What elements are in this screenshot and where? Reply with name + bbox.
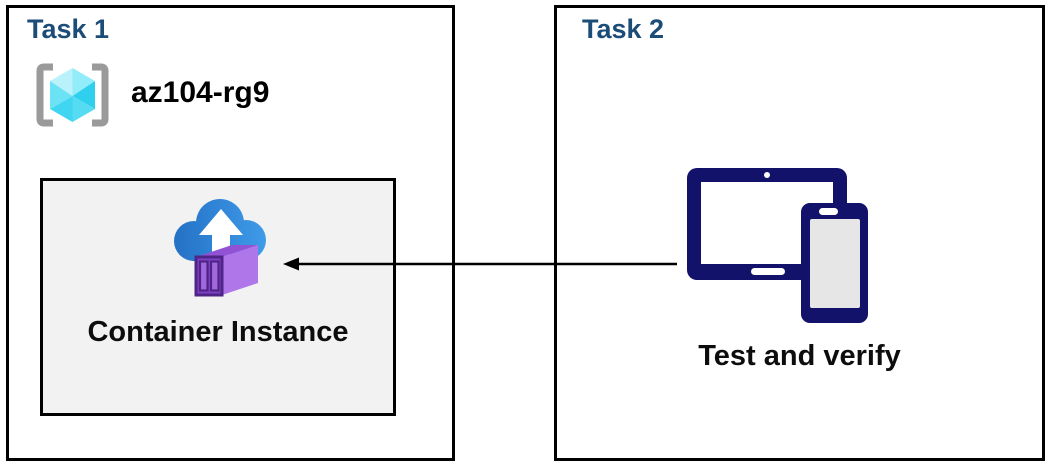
- resource-group-name: az104-rg9: [131, 76, 270, 109]
- container-instance-box: Container Instance: [40, 178, 396, 416]
- resource-group-icon: [36, 63, 109, 127]
- container-instance-icon: [174, 199, 266, 297]
- task1-title: Task 1: [27, 14, 110, 44]
- tablet-and-phone-icon: [687, 168, 868, 323]
- test-and-verify-label: Test and verify: [698, 340, 901, 372]
- task2-panel: Task 2 Test and verify: [554, 5, 1045, 461]
- task1-panel: Task 1 az104-rg9: [6, 5, 455, 461]
- resource-group-row: az104-rg9: [30, 60, 269, 130]
- task2-title: Task 2: [582, 14, 665, 44]
- container-instance-label: Container Instance: [87, 316, 349, 348]
